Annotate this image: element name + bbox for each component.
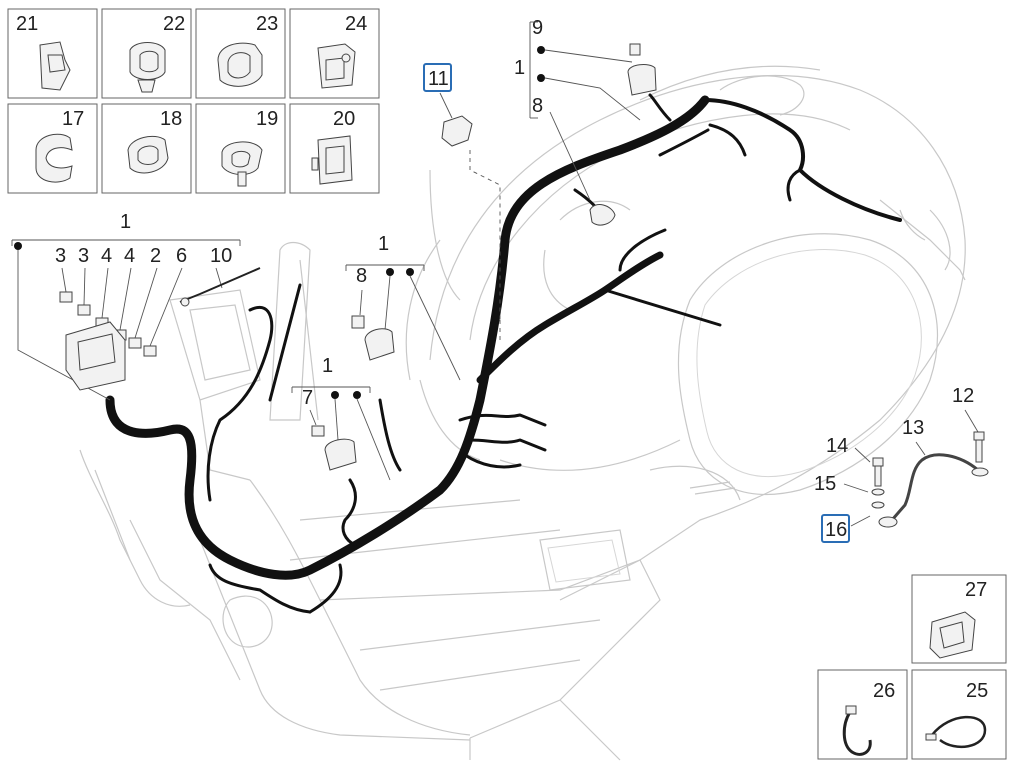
callout-1-top: 1 [514, 57, 525, 79]
callout-11-label: 11 [428, 68, 449, 90]
detail-box-17: 17 [7, 103, 98, 194]
detail-box-26: 26 [817, 669, 908, 760]
callout-1-middle: 1 [378, 233, 389, 255]
callout-14: 14 [826, 435, 848, 457]
ground-cable-group: 12 13 14 15 16 [814, 385, 989, 543]
callout-15: 15 [814, 473, 836, 495]
callout-13: 13 [902, 417, 924, 439]
detail-box-23: 23 [195, 8, 286, 99]
detail-box-27: 27 [911, 574, 1007, 664]
callout-8-top: 8 [532, 95, 543, 117]
detail-label-18: 18 [160, 108, 182, 130]
detail-box-18: 18 [101, 103, 192, 194]
detail-label-22: 22 [163, 13, 185, 35]
callout-6: 6 [176, 245, 187, 267]
detail-label-17: 17 [62, 108, 84, 130]
detail-box-22: 22 [101, 8, 192, 99]
detail-label-24: 24 [345, 13, 367, 35]
highlight-box-16 [821, 514, 850, 543]
callout-9: 9 [532, 17, 543, 39]
detail-label-19: 19 [256, 108, 278, 130]
callout-group-middle: 1 8 [345, 233, 461, 381]
callout-4a: 4 [101, 245, 112, 267]
callout-12: 12 [952, 385, 974, 407]
detail-label-25: 25 [966, 680, 988, 702]
detail-box-24: 24 [289, 8, 380, 99]
detail-box-25: 25 [911, 669, 1007, 760]
callout-1-lower: 1 [322, 355, 333, 377]
detail-label-23: 23 [256, 13, 278, 35]
callout-3b: 3 [78, 245, 89, 267]
dashed-leaders [469, 150, 501, 340]
highlight-box-11 [423, 63, 452, 92]
detail-box-21: 21 [7, 8, 98, 99]
callout-16-label: 16 [825, 519, 847, 541]
detail-label-26: 26 [873, 680, 895, 702]
detail-label-27: 27 [965, 579, 987, 601]
detail-label-20: 20 [333, 108, 355, 130]
callout-10: 10 [210, 245, 232, 267]
callout-8-middle: 8 [356, 265, 367, 287]
callout-11: 11 [423, 63, 473, 147]
callout-group-left: 1 3 3 4 4 2 6 10 [11, 211, 261, 401]
callout-1-left: 1 [120, 211, 131, 233]
detail-box-20: 20 [289, 103, 380, 194]
wiring-harness [105, 93, 902, 614]
callout-group-lower: 1 7 [291, 355, 391, 481]
callout-7: 7 [302, 387, 313, 409]
detail-box-19: 19 [195, 103, 286, 194]
callout-4b: 4 [124, 245, 135, 267]
callout-2: 2 [150, 245, 161, 267]
detail-label-21: 21 [16, 13, 38, 35]
callout-group-top: 9 1 8 [514, 17, 657, 226]
callout-3a: 3 [55, 245, 66, 267]
